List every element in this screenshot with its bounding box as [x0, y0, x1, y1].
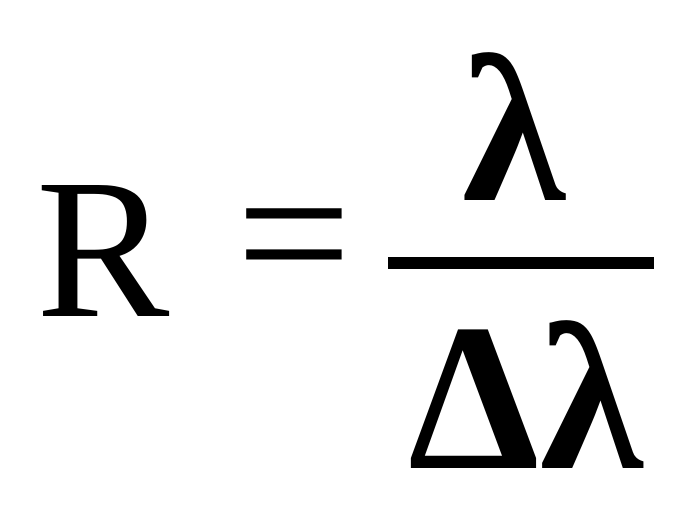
formula-lhs-symbol: R	[36, 139, 170, 360]
equals-sign: =	[236, 120, 352, 347]
fraction-denominator: Δλ	[408, 282, 643, 507]
fraction-numerator: λ	[462, 14, 566, 246]
fraction-bar	[388, 257, 654, 269]
